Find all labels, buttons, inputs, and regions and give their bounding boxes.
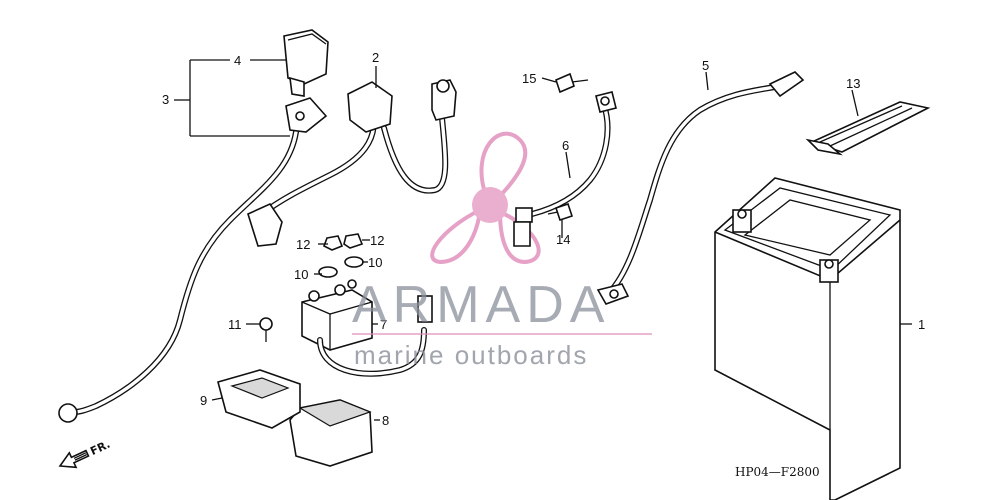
battery-cable-6 [513, 91, 617, 247]
battery-strap [805, 101, 931, 156]
callout-13: 13 [846, 76, 860, 91]
nut-12-right [343, 233, 364, 249]
callout-7: 7 [380, 317, 387, 332]
bolt-15 [555, 72, 589, 94]
callout-6: 6 [562, 138, 569, 153]
leader-lines [174, 59, 912, 421]
watermark-tagline: marine outboards [354, 340, 588, 370]
callout-10-right: 10 [368, 255, 382, 270]
washer-10-right [344, 256, 364, 268]
callout-12-right: 12 [370, 233, 384, 248]
callout-1: 1 [918, 317, 925, 332]
front-direction-arrow-icon: FR. [58, 438, 112, 469]
starter-cable-2 [247, 79, 457, 247]
screw-11 [259, 317, 273, 342]
callout-2: 2 [372, 50, 379, 65]
bolt-14 [547, 202, 574, 222]
nut-12-left [322, 235, 344, 251]
callout-8: 8 [382, 413, 389, 428]
callout-10-left: 10 [294, 267, 308, 282]
callout-5: 5 [702, 58, 709, 73]
washer-10-left [318, 266, 338, 278]
watermark-brand: ARMADA [352, 276, 610, 334]
battery [714, 177, 901, 500]
diagram-code: HP04—F2800 [735, 465, 820, 479]
callout-4: 4 [234, 53, 241, 68]
callout-11: 11 [228, 317, 242, 332]
callout-3: 3 [162, 92, 169, 107]
starter-relay-7 [301, 279, 433, 377]
terminal-cap-4 [283, 29, 329, 97]
callout-12-left: 12 [296, 237, 310, 252]
starter-cable-3 [58, 97, 328, 423]
front-direction-label: FR. [88, 438, 112, 458]
callout-9: 9 [200, 393, 207, 408]
callout-15: 15 [522, 71, 536, 86]
battery-cable-5 [596, 71, 805, 305]
relay-cover-8 [289, 399, 373, 467]
callout-14: 14 [556, 232, 570, 247]
relay-cover-9 [217, 369, 301, 429]
